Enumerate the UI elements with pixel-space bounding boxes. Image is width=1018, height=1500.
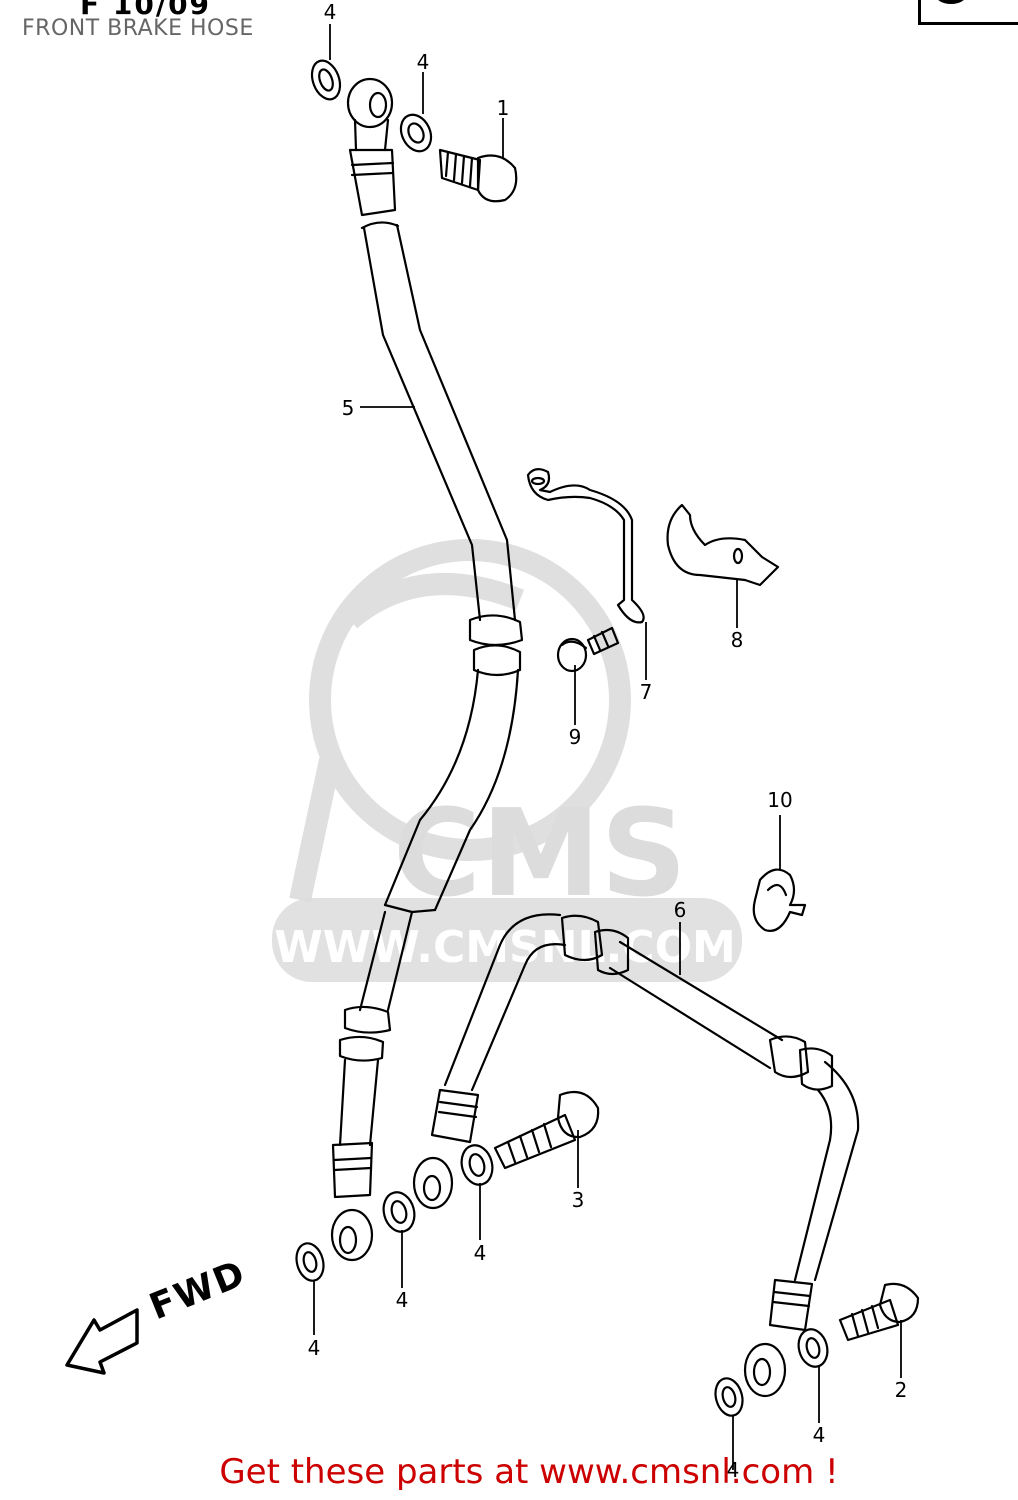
hose-guide-7	[526, 468, 645, 624]
washer-lower-4	[797, 1328, 829, 1368]
washer-top	[399, 113, 433, 153]
union-bolt-3	[493, 1090, 600, 1170]
callout-4-washer[interactable]: 4	[473, 1241, 487, 1265]
hose-5-banjo-top	[346, 77, 397, 217]
callout-4-washer-top[interactable]: 4	[416, 50, 430, 74]
callout-2-union-bolt[interactable]: 2	[894, 1378, 908, 1402]
washer-lower-3	[460, 1144, 494, 1186]
washer-lower-5	[714, 1377, 744, 1417]
callout-4-washer[interactable]: 4	[812, 1423, 826, 1447]
hose-clamp-10	[752, 868, 807, 932]
callout-leader-lines	[313, 24, 902, 1470]
watermark-url-text: WWW.CMSNL.COM	[274, 922, 736, 973]
callout-9-bolt[interactable]: 9	[568, 725, 582, 749]
washer-lower-2	[382, 1191, 416, 1233]
watermark-url-bar	[272, 898, 742, 982]
partial-heading: F 10/09	[80, 0, 212, 21]
page-title: FRONT BRAKE HOSE	[22, 16, 254, 41]
callout-5-brake-hose[interactable]: 5	[341, 396, 355, 420]
callout-6-brake-hose[interactable]: 6	[673, 898, 687, 922]
union-bolt-2	[838, 1282, 920, 1342]
watermark-logo-text: CMS	[393, 785, 687, 924]
callout-10-clamp[interactable]: 10	[767, 788, 793, 812]
callout-8-bracket[interactable]: 8	[730, 628, 744, 652]
page-corner-box	[918, 0, 1018, 25]
cms-watermark	[289, 539, 631, 903]
callout-4-washer[interactable]: 4	[395, 1288, 409, 1312]
callout-4-washer[interactable]: 4	[726, 1458, 740, 1482]
callout-1-union-bolt[interactable]: 1	[496, 96, 510, 120]
hose-5	[330, 221, 524, 1262]
hose-bracket-8	[666, 503, 780, 587]
washer-top-left	[310, 59, 342, 101]
hose-6	[412, 913, 860, 1398]
fwd-arrow-icon	[65, 1308, 139, 1375]
callout-4-washer[interactable]: 4	[307, 1336, 321, 1360]
union-bolt-1	[438, 148, 518, 203]
promo-footer[interactable]: Get these parts at www.cmsnl.com !	[0, 1452, 1018, 1492]
bolt-9	[556, 626, 620, 673]
washer-lower-1	[295, 1242, 325, 1282]
corner-blob	[935, 0, 967, 4]
promo-link-text[interactable]: Get these parts at www.cmsnl.com !	[219, 1452, 839, 1492]
callout-7-hose-guide[interactable]: 7	[639, 680, 653, 704]
callout-4-washer-top-left[interactable]: 4	[323, 0, 337, 24]
callout-3-union-bolt[interactable]: 3	[571, 1188, 585, 1212]
